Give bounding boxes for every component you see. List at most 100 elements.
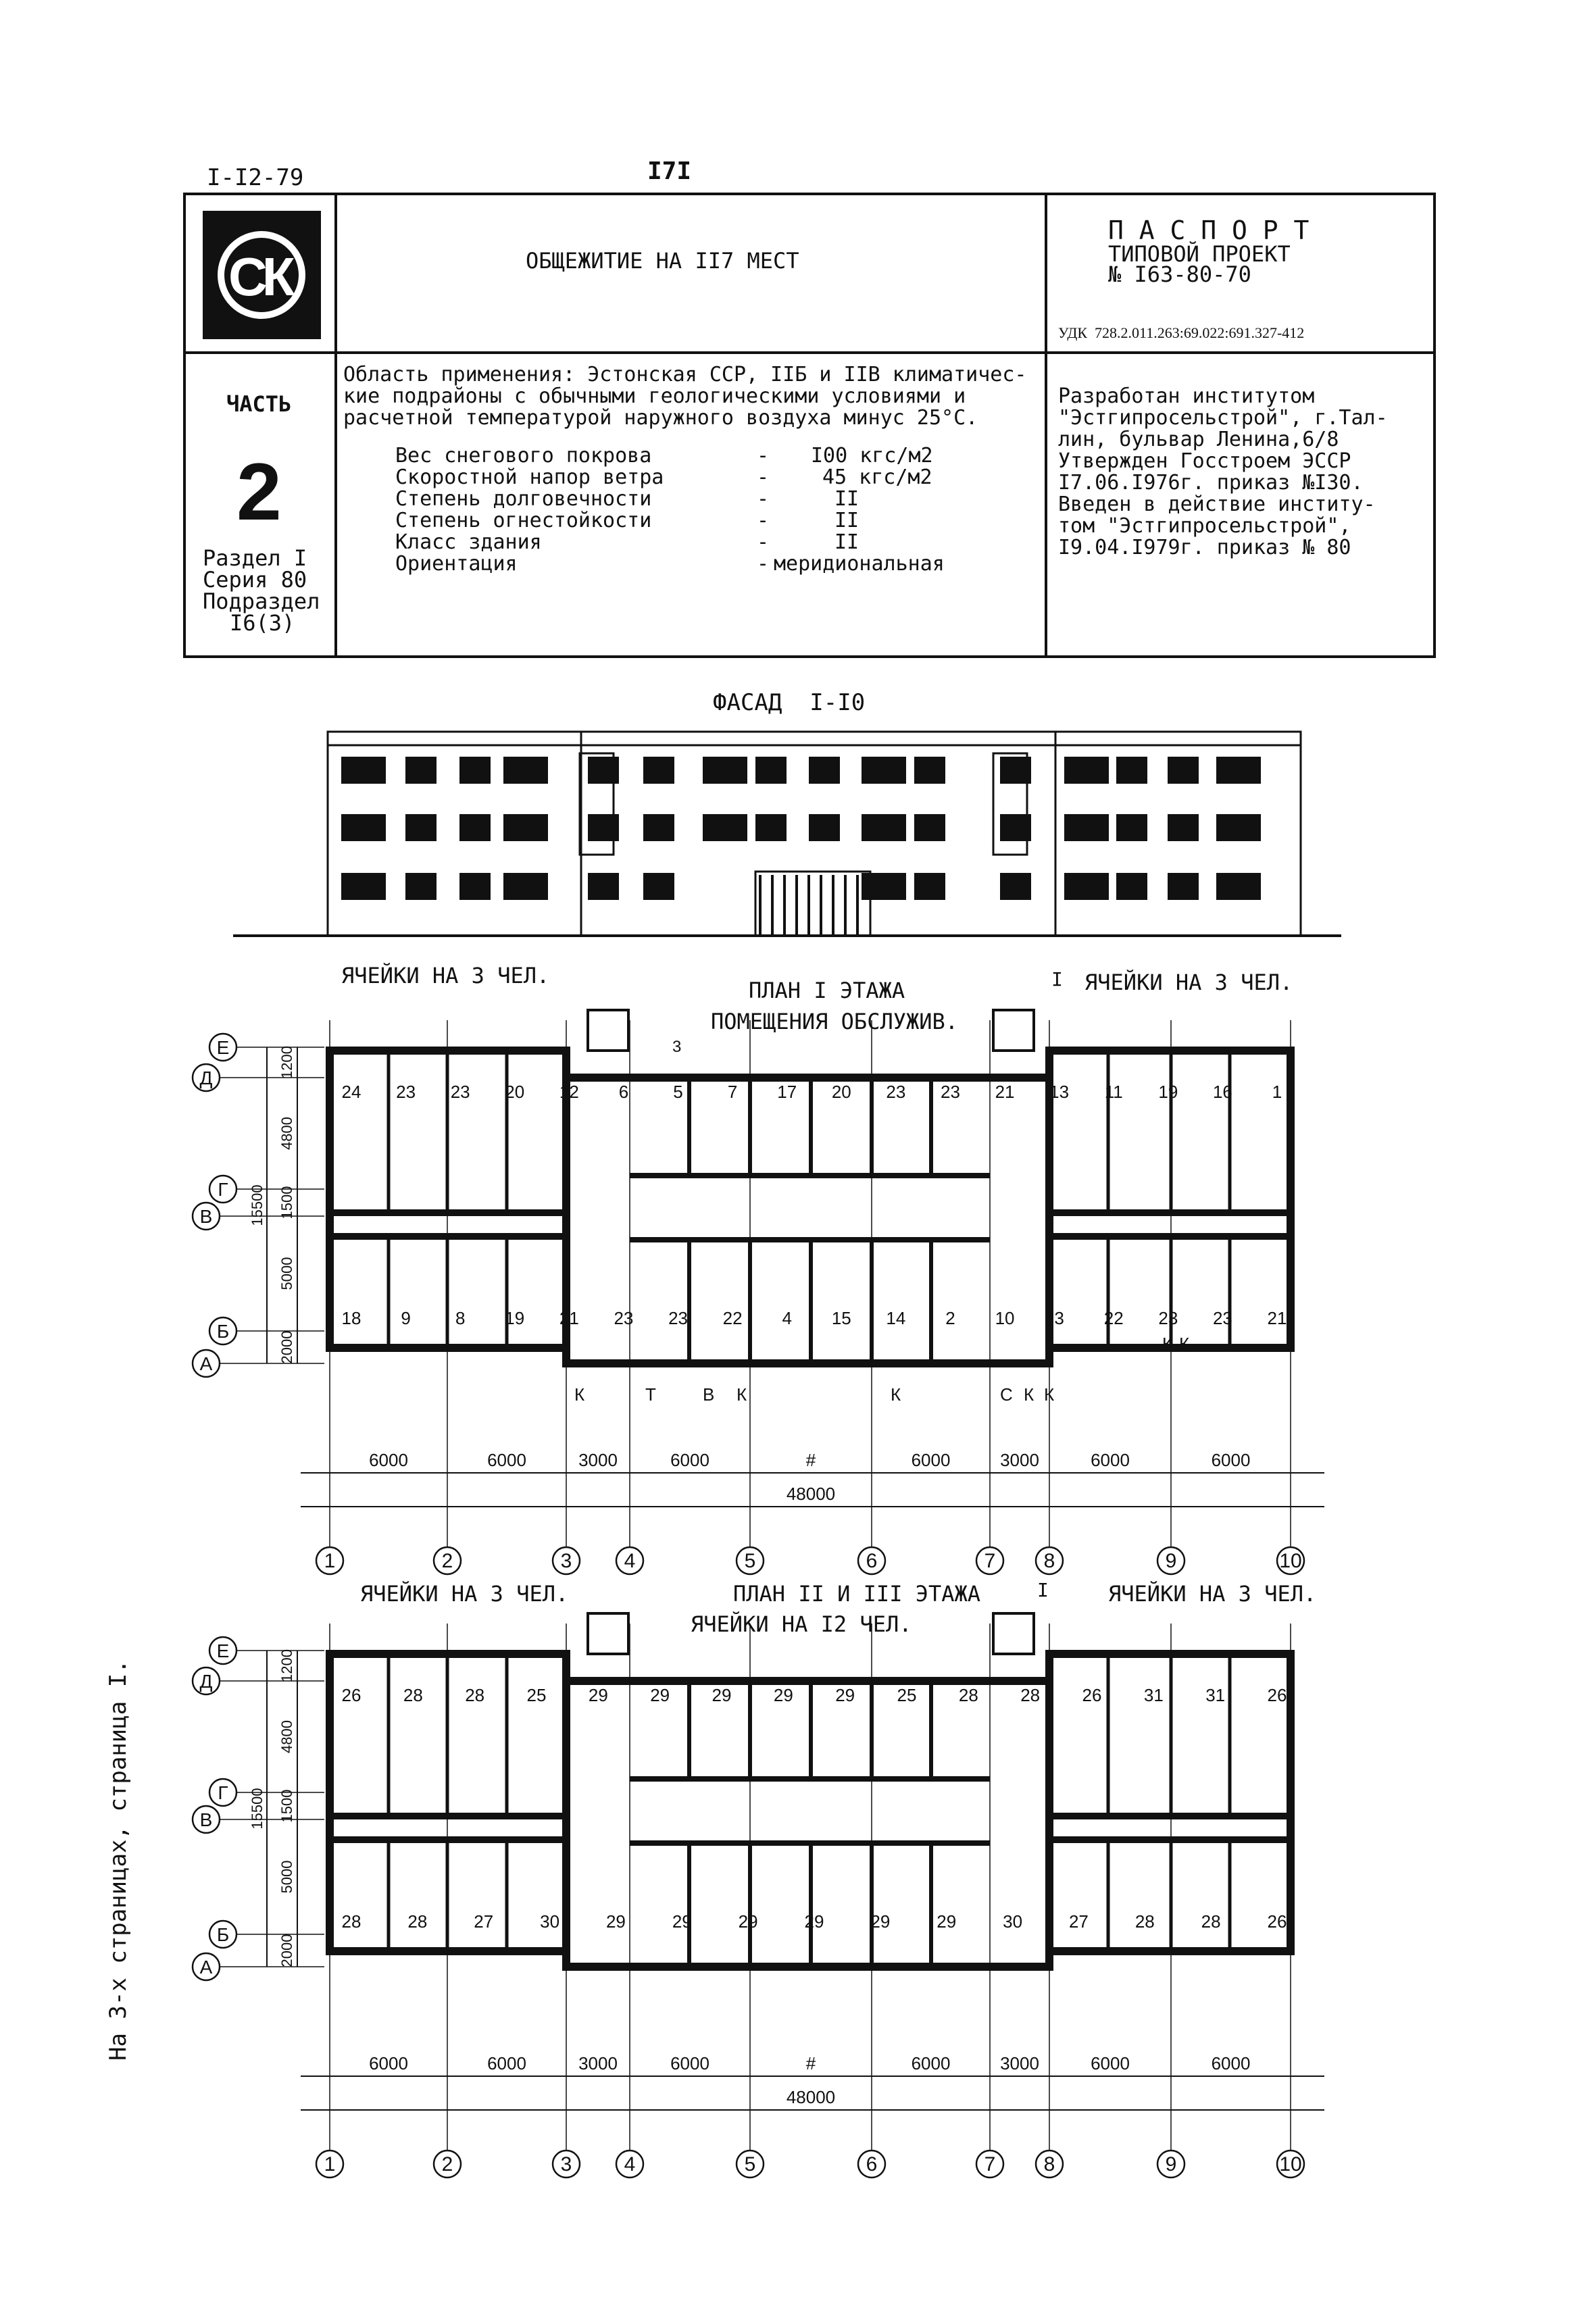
plan1-section-mark: I xyxy=(1051,968,1063,990)
param-name: Ориентация xyxy=(395,552,518,576)
axis-marker xyxy=(1156,2149,1186,2179)
axis-marker xyxy=(551,1546,581,1576)
facade-window xyxy=(643,757,674,784)
facade-window xyxy=(914,873,945,900)
dim-value: 4800 xyxy=(278,1117,295,1150)
axis-label: 3 xyxy=(561,1550,572,1572)
plan1-right-label: ЯЧЕЙКИ НА 3 ЧЕЛ. xyxy=(1084,970,1293,995)
axis-label: 7 xyxy=(984,1550,996,1572)
facade-window xyxy=(862,757,906,784)
facade-window xyxy=(809,814,840,841)
section-info: Раздел I Серия 80 Подраздел I6(3) xyxy=(203,547,320,634)
facade-window xyxy=(703,757,747,784)
axis-label: 5 xyxy=(745,1550,756,1572)
side-note: На 3-х страницах, страница I. xyxy=(105,1659,132,2061)
udk: УДК 728.2.011.263:69.022:691.327-412 xyxy=(1058,324,1305,341)
axis-label: 1 xyxy=(324,2153,336,2175)
room-number: 12 xyxy=(559,1082,579,1102)
param-row: Класс здания - II xyxy=(395,532,1017,554)
param-dash: - xyxy=(757,509,770,532)
dim-value: 6000 xyxy=(1212,1450,1251,1470)
room-number: 23 xyxy=(614,1308,633,1328)
room-number: 23 xyxy=(941,1082,960,1102)
dim-value: 6000 xyxy=(1091,1450,1130,1470)
entry-mark: К xyxy=(1044,1384,1054,1405)
facade-window xyxy=(1064,757,1109,784)
room-number: 26 xyxy=(1268,1911,1287,1932)
facade-window xyxy=(755,814,787,841)
room-number: 23 xyxy=(1213,1308,1232,1328)
axis-label: 9 xyxy=(1166,1550,1177,1572)
project-number: № I63-80-70 xyxy=(1108,261,1251,287)
facade-window xyxy=(459,873,491,900)
room-number: 28 xyxy=(407,1911,427,1932)
room-number: 31 xyxy=(1205,1685,1225,1705)
room-number: 19 xyxy=(1158,1082,1178,1102)
axis-label: 8 xyxy=(1044,1550,1055,1572)
room-number: 29 xyxy=(870,1911,890,1932)
param-row: Скоростной напор ветра - 45 кгс/м2 xyxy=(395,468,1017,489)
application-line: кие подрайоны с обычными геологическими … xyxy=(343,384,966,408)
facade-window xyxy=(503,757,548,784)
facade-window xyxy=(1000,757,1031,784)
facade-window xyxy=(862,814,906,841)
dim-total: 15500 xyxy=(249,1788,266,1829)
dim-value: 6000 xyxy=(912,2053,951,2073)
dim-value: 4800 xyxy=(278,1720,295,1753)
dim-value: # xyxy=(806,2053,816,2073)
room-number: 26 xyxy=(342,1685,361,1705)
room-number: 26 xyxy=(1268,1685,1287,1705)
dim-total: 48000 xyxy=(787,2087,835,2107)
entry-mark: К xyxy=(1162,1334,1172,1354)
entry-mark: Т xyxy=(645,1384,656,1405)
row-axis-label: Е xyxy=(217,1037,230,1058)
dim-value: 6000 xyxy=(487,2053,526,2073)
facade-title: ФАСАД I-I0 xyxy=(713,689,866,716)
plan2-title-2: ЯЧЕЙКИ НА I2 ЧЕЛ. xyxy=(691,1611,912,1637)
room-number: 29 xyxy=(774,1685,793,1705)
facade-window xyxy=(1064,873,1109,900)
stair-landing xyxy=(992,1612,1035,1655)
room-number: 31 xyxy=(1144,1685,1164,1705)
room-number: 10 xyxy=(995,1308,1015,1328)
section-line: Серия 80 xyxy=(203,567,307,593)
room-number: 5 xyxy=(673,1082,682,1102)
axis-marker xyxy=(1156,1546,1186,1576)
row-axis-label: Г xyxy=(218,1179,228,1200)
room-number: 29 xyxy=(805,1911,824,1932)
facade-window xyxy=(1216,757,1261,784)
axis-marker xyxy=(615,2149,645,2179)
param-dash: - xyxy=(757,530,770,554)
dim-value: 6000 xyxy=(369,2053,408,2073)
param-value: меридиональная xyxy=(774,552,945,576)
axis-label: 8 xyxy=(1044,2153,1055,2175)
row-axis-label: Е xyxy=(217,1640,230,1661)
dim-value: 3000 xyxy=(578,2053,618,2073)
room-number: 2 xyxy=(945,1308,955,1328)
room-number: 3 xyxy=(1054,1308,1064,1328)
room-number: 29 xyxy=(606,1911,626,1932)
axis-label: 2 xyxy=(442,1550,453,1572)
axis-marker xyxy=(432,1546,462,1576)
param-dash: - xyxy=(757,444,770,468)
axis-label: 10 xyxy=(1279,2153,1301,2175)
entry-mark: К xyxy=(1179,1334,1189,1354)
dim-value: 5000 xyxy=(278,1257,295,1290)
axis-marker xyxy=(315,2149,345,2179)
entry-mark: К xyxy=(891,1384,901,1405)
plan1-title-2: ПОМЕЩЕНИЯ ОБСЛУЖИВ. xyxy=(711,1009,959,1034)
room-number: 30 xyxy=(540,1911,559,1932)
room-number: 18 xyxy=(342,1308,361,1328)
param-name: Степень огнестойкости xyxy=(395,509,652,532)
developer-line: I9.04.I979г. приказ № 80 xyxy=(1058,536,1351,559)
axis-marker xyxy=(315,1546,345,1576)
room-number: 7 xyxy=(728,1082,737,1102)
application-line: расчетной температурой наружного воздуха… xyxy=(343,406,978,430)
param-row: Степень огнестойкости - II xyxy=(395,511,1017,532)
room-number: 20 xyxy=(505,1082,524,1102)
row-axis-label: В xyxy=(200,1206,213,1227)
room-number: 1 xyxy=(1272,1082,1282,1102)
room-number: 29 xyxy=(835,1685,855,1705)
